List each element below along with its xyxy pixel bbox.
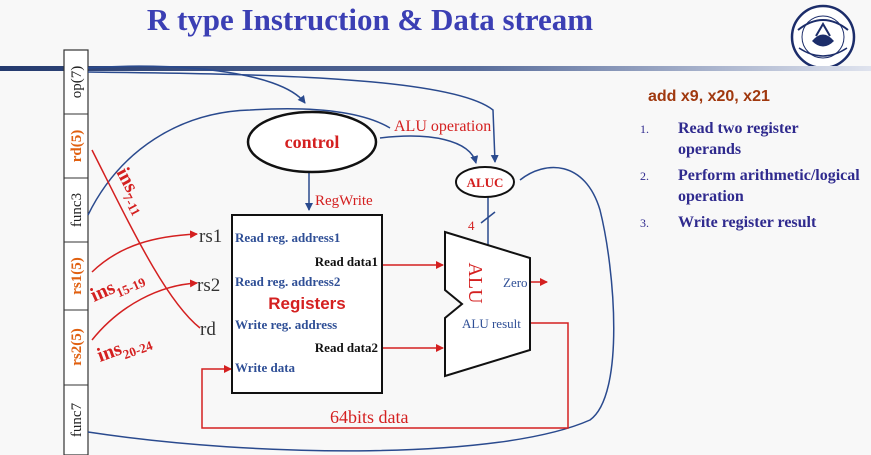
- read-data1-label: Read data1: [315, 254, 378, 269]
- instruction-field-column: op(7) rd(5) func3 rs1(5) rs2(5) func7: [63, 49, 89, 455]
- ins-20-24-label: ins20-24: [94, 327, 155, 370]
- aluc-label: ALUC: [467, 175, 504, 190]
- registers-title: Registers: [268, 294, 345, 313]
- write-addr-label: Write reg. address: [235, 317, 337, 332]
- control-unit: [246, 110, 378, 174]
- field-rs1: rs1(5): [69, 257, 85, 295]
- read-addr1-label: Read reg. address1: [235, 230, 340, 245]
- field-op: op(7): [69, 66, 85, 99]
- read-addr2-label: Read reg. address2: [235, 274, 340, 289]
- rs2-label: rs2: [197, 275, 220, 296]
- top-divider-bar: [0, 66, 871, 71]
- aluc-width-label: 4: [468, 218, 475, 233]
- write-data-label: Write data: [235, 360, 296, 375]
- slide-title: R type Instruction & Data stream: [146, 2, 594, 37]
- step-item: 1.Read two register operands: [640, 120, 799, 158]
- datapath-diagram: op(7) rd(5) func3 rs1(5) rs2(5) func7 co…: [63, 49, 615, 455]
- alu-unit: [444, 230, 531, 378]
- aluc-unit: [455, 166, 515, 198]
- rd-label: rd: [200, 319, 216, 340]
- regwrite-label: RegWrite: [315, 193, 373, 209]
- control-wires: [87, 65, 615, 452]
- step-item: 3.Write register result: [640, 214, 817, 231]
- field-rs2: rs2(5): [69, 328, 85, 366]
- rs1-label: rs1: [199, 226, 222, 247]
- alu-operation-label: ALU operation: [394, 118, 491, 135]
- read-data2-label: Read data2: [315, 340, 378, 355]
- ins-15-19-label: ins15-19: [87, 264, 148, 310]
- ins-7-11-label: ins7-11: [108, 164, 153, 218]
- step-item: 2.Perform arithmetic/logical operation: [640, 167, 860, 205]
- field-func3: func3: [69, 193, 85, 227]
- alu-label: ALU: [464, 262, 486, 304]
- register-file: [231, 214, 383, 394]
- steps-list: 1.Read two register operands 2.Perform a…: [640, 118, 860, 239]
- alu-zero-label: Zero: [503, 275, 528, 290]
- alu-result-label: ALU result: [462, 316, 521, 331]
- field-func7: func7: [69, 402, 85, 437]
- control-label: control: [285, 132, 340, 152]
- university-logo: [790, 4, 856, 70]
- bus-width-label: 64bits data: [330, 407, 409, 427]
- example-instruction: add x9, x20, x21: [648, 88, 770, 105]
- field-rd: rd(5): [69, 130, 85, 163]
- data-wires: [91, 149, 569, 429]
